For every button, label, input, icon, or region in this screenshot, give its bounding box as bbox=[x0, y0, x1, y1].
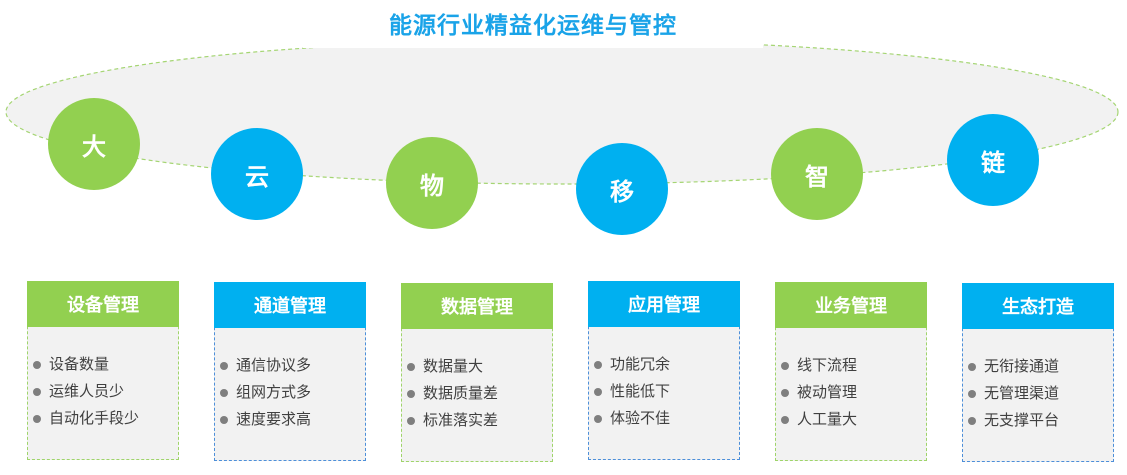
card-device-management: 设备管理 设备数量 运维人员少 自动化手段少 bbox=[27, 281, 179, 460]
bullet-icon bbox=[220, 388, 228, 397]
bullet-icon bbox=[407, 362, 415, 371]
card-business-management: 业务管理 线下流程 被动管理 人工量大 bbox=[775, 282, 927, 461]
list-item: 运维人员少 bbox=[33, 378, 139, 405]
card-application-management: 应用管理 功能冗余 性能低下 体验不佳 bbox=[588, 281, 740, 460]
bullet-icon bbox=[220, 361, 228, 370]
bullet-icon bbox=[594, 360, 602, 369]
list-item: 速度要求高 bbox=[220, 406, 311, 433]
list-item: 无管理渠道 bbox=[968, 380, 1059, 407]
card-item-list: 无衔接通道 无管理渠道 无支撑平台 bbox=[968, 353, 1059, 434]
list-item: 标准落实差 bbox=[407, 407, 498, 434]
list-item: 体验不佳 bbox=[594, 405, 670, 432]
card-data-management: 数据管理 数据量大 数据质量差 标准落实差 bbox=[401, 283, 553, 462]
bullet-icon bbox=[407, 389, 415, 398]
list-item: 线下流程 bbox=[781, 352, 857, 379]
list-item: 数据量大 bbox=[407, 353, 498, 380]
card-item-list: 通信协议多 组网方式多 速度要求高 bbox=[220, 352, 311, 433]
circle-lian: 链 bbox=[947, 114, 1039, 206]
card-channel-management: 通道管理 通信协议多 组网方式多 速度要求高 bbox=[214, 282, 366, 461]
bullet-icon bbox=[33, 387, 41, 396]
list-item: 人工量大 bbox=[781, 406, 857, 433]
circle-zhi: 智 bbox=[771, 128, 863, 220]
card-header: 业务管理 bbox=[775, 282, 927, 328]
circle-wu: 物 bbox=[386, 137, 478, 229]
list-item: 被动管理 bbox=[781, 379, 857, 406]
card-header: 生态打造 bbox=[962, 283, 1114, 329]
list-item: 无衔接通道 bbox=[968, 353, 1059, 380]
circle-yi: 移 bbox=[576, 143, 668, 235]
card-header: 通道管理 bbox=[214, 282, 366, 328]
bullet-icon bbox=[33, 414, 41, 423]
circle-da: 大 bbox=[48, 98, 140, 190]
bullet-icon bbox=[781, 361, 789, 370]
card-header: 数据管理 bbox=[401, 283, 553, 329]
list-item: 性能低下 bbox=[594, 378, 670, 405]
list-item: 组网方式多 bbox=[220, 379, 311, 406]
bullet-icon bbox=[781, 388, 789, 397]
circle-yun: 云 bbox=[211, 128, 303, 220]
page-title: 能源行业精益化运维与管控 bbox=[303, 4, 763, 48]
card-item-list: 功能冗余 性能低下 体验不佳 bbox=[594, 351, 670, 432]
list-item: 设备数量 bbox=[33, 351, 139, 378]
card-item-list: 设备数量 运维人员少 自动化手段少 bbox=[33, 351, 139, 432]
bullet-icon bbox=[781, 415, 789, 424]
bullet-icon bbox=[594, 414, 602, 423]
list-item: 功能冗余 bbox=[594, 351, 670, 378]
list-item: 无支撑平台 bbox=[968, 407, 1059, 434]
bullet-icon bbox=[33, 360, 41, 369]
card-header: 设备管理 bbox=[27, 281, 179, 327]
list-item: 数据质量差 bbox=[407, 380, 498, 407]
bullet-icon bbox=[968, 389, 976, 398]
bullet-icon bbox=[968, 362, 976, 371]
bullet-icon bbox=[968, 416, 976, 425]
card-item-list: 线下流程 被动管理 人工量大 bbox=[781, 352, 857, 433]
bullet-icon bbox=[594, 387, 602, 396]
card-header: 应用管理 bbox=[588, 281, 740, 327]
list-item: 通信协议多 bbox=[220, 352, 311, 379]
bullet-icon bbox=[407, 416, 415, 425]
card-item-list: 数据量大 数据质量差 标准落实差 bbox=[407, 353, 498, 434]
card-ecosystem-building: 生态打造 无衔接通道 无管理渠道 无支撑平台 bbox=[962, 283, 1114, 462]
list-item: 自动化手段少 bbox=[33, 405, 139, 432]
bullet-icon bbox=[220, 415, 228, 424]
